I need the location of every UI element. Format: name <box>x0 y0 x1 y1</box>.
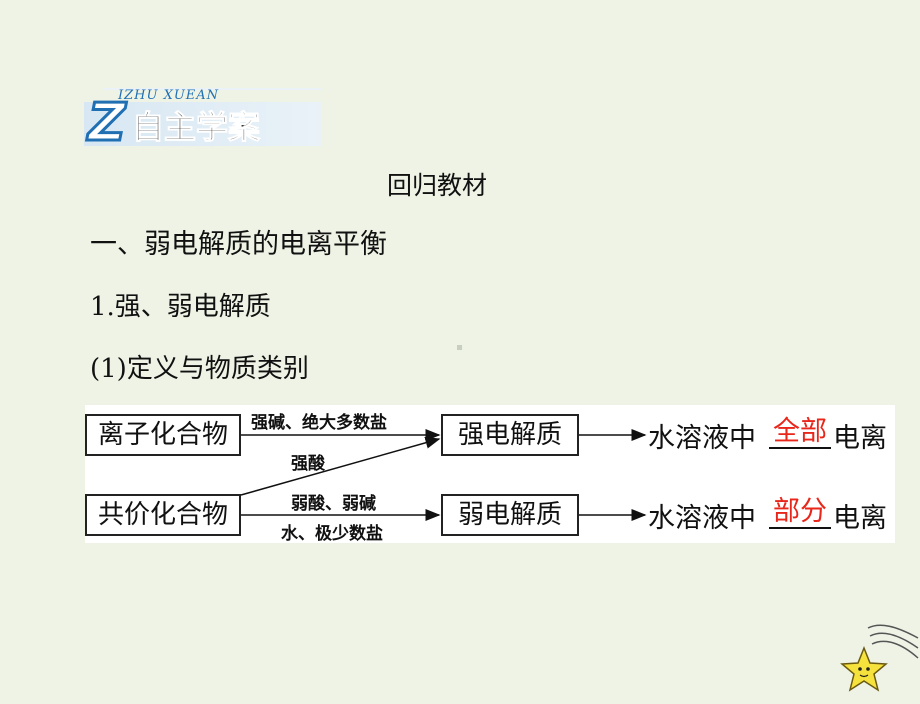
weak-answer: 部分 <box>773 496 827 527</box>
section-title: 回归教材 <box>387 171 488 200</box>
strong-result-suffix: 电离 <box>833 423 887 454</box>
decorative-dot <box>457 345 462 350</box>
weak-result-prefix: 水溶液中 <box>648 503 756 534</box>
logo-banner: Z IZHU XUEAN 自主学案 <box>84 82 324 155</box>
heading-weak-electrolyte-equilibrium: 一、弱电解质的电离平衡 <box>90 229 387 260</box>
strong-result-prefix: 水溶液中 <box>648 423 756 454</box>
logo-title: 自主学案 <box>132 108 261 146</box>
label-strong-base-salts: 强碱、绝大多数盐 <box>251 413 387 433</box>
logo-graphic: Z IZHU XUEAN 自主学案 <box>84 88 324 155</box>
weak-answer-blank <box>769 527 831 529</box>
weak-result-suffix: 电离 <box>833 503 887 534</box>
logo-small-text: IZHU XUEAN <box>117 88 219 103</box>
heading-definition-categories: (1)定义与物质类别 <box>90 354 309 384</box>
weak-electrolyte-box: 弱电解质 <box>441 494 579 536</box>
covalent-compound-box: 共价化合物 <box>85 494 241 536</box>
strong-answer-blank <box>769 447 831 449</box>
label-strong-acid: 强酸 <box>291 454 325 474</box>
star-icon <box>820 608 920 700</box>
strong-answer: 全部 <box>773 416 827 447</box>
ionic-compound-box: 离子化合物 <box>85 414 241 456</box>
logo-z-letter: Z <box>86 93 127 146</box>
heading-strong-weak-electrolytes: 1.强、弱电解质 <box>90 292 271 322</box>
label-water-few-salts: 水、极少数盐 <box>281 524 383 544</box>
diagram-arrows <box>240 429 647 521</box>
label-weak-acid-base: 弱酸、弱碱 <box>291 494 376 514</box>
strong-electrolyte-box: 强电解质 <box>441 414 579 456</box>
electrolyte-diagram: 离子化合物 共价化合物 强电解质 弱电解质 强碱、绝大多数盐 强酸 弱酸、弱碱 … <box>85 405 895 544</box>
arrow-covalent-to-strong <box>240 436 441 496</box>
